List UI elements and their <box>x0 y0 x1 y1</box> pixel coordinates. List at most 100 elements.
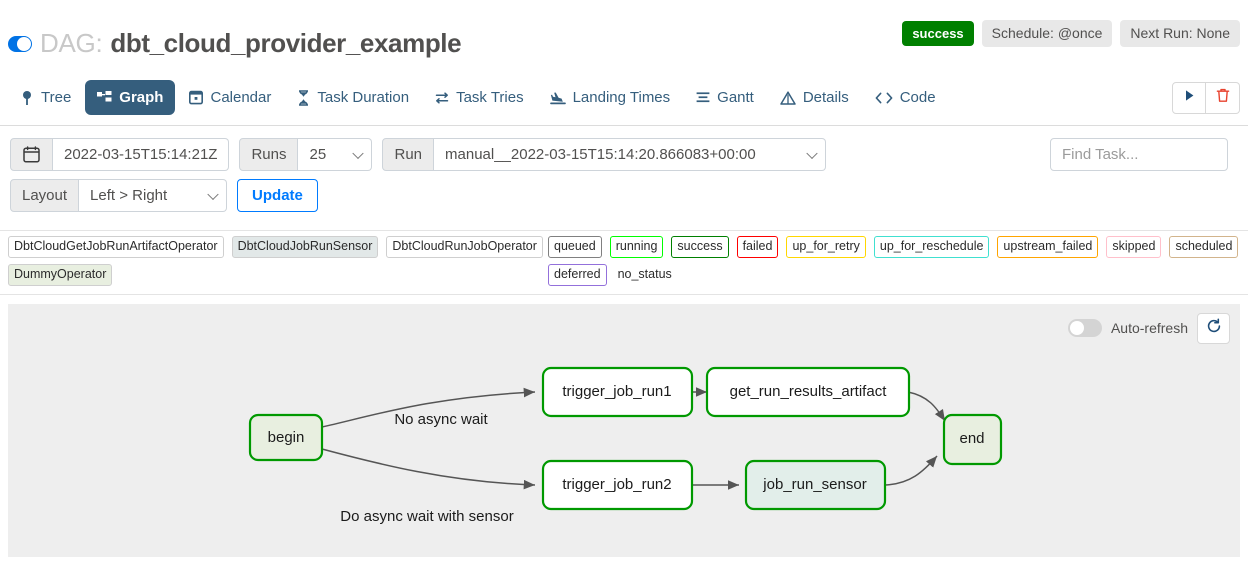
tab-task-duration[interactable]: Task Duration <box>285 80 421 115</box>
filter-row-1: 2022-03-15T15:14:21Z Runs 25 Run manual_… <box>10 138 1238 171</box>
legend-state-running: running <box>609 236 664 258</box>
graph-node-begin[interactable]: begin <box>248 413 324 461</box>
graph-node-trigger-job-run1[interactable]: trigger_job_run1 <box>541 366 694 417</box>
legend-operator-item: DbtCloudRunJobOperator <box>386 236 543 258</box>
hourglass-icon <box>297 89 310 106</box>
graph-node-end[interactable]: end <box>942 413 1003 465</box>
dag-graph-canvas[interactable]: No async wait Do async wait with sensor … <box>8 304 1240 557</box>
tree-icon <box>20 90 34 106</box>
trigger-dag-button[interactable] <box>1172 81 1206 114</box>
edge-label-do-async-wait: Do async wait with sensor <box>340 508 513 525</box>
refresh-button[interactable] <box>1197 312 1230 344</box>
legend-operator-item: DbtCloudGetJobRunArtifactOperator <box>8 236 224 258</box>
tab-landing-times[interactable]: Landing Times <box>538 80 683 115</box>
calendar-icon <box>189 90 204 105</box>
base-date-input[interactable]: 2022-03-15T15:14:21Z <box>53 138 230 171</box>
tab-task-tries[interactable]: Task Tries <box>423 80 536 115</box>
dag-title-row: DAG: dbt_cloud_provider_example <box>8 28 462 59</box>
legend-state-no-status: no_status <box>617 266 672 281</box>
legend-state-scheduled: scheduled <box>1169 236 1239 258</box>
run-select[interactable]: manual__2022-03-15T15:14:20.866083+00:00 <box>434 138 827 171</box>
refresh-icon <box>1206 318 1222 339</box>
tab-tree[interactable]: Tree <box>8 80 83 115</box>
tab-landing-times-label: Landing Times <box>572 89 671 106</box>
tab-gantt-label: Gantt <box>717 89 754 106</box>
filter-row-2: Layout Left > Right Update <box>10 179 1238 212</box>
node-label: begin <box>268 428 305 445</box>
dag-pause-toggle[interactable] <box>8 35 32 52</box>
dag-action-buttons <box>1172 81 1240 114</box>
tab-task-duration-label: Task Duration <box>317 89 410 106</box>
runs-label: Runs <box>239 138 299 171</box>
layout-label: Layout <box>10 179 80 212</box>
tab-details[interactable]: Details <box>768 80 861 115</box>
edge-label-no-async-wait: No async wait <box>394 411 488 428</box>
calendar-icon[interactable] <box>10 138 53 171</box>
tab-code-label: Code <box>899 89 936 106</box>
run-group: Run manual__2022-03-15T15:14:20.866083+0… <box>382 138 827 171</box>
tab-graph[interactable]: Graph <box>85 80 176 115</box>
graph-node-job-run-sensor[interactable]: job_run_sensor <box>744 459 887 510</box>
node-label: trigger_job_run1 <box>562 382 671 399</box>
trash-icon <box>1216 88 1230 108</box>
status-badge: success <box>902 20 974 47</box>
legend-state-success: success <box>671 236 729 258</box>
tab-gantt[interactable]: Gantt <box>684 80 766 115</box>
find-task-input[interactable]: Find Task... <box>1050 138 1228 171</box>
runs-group: Runs 25 <box>239 138 373 171</box>
legend-state-upstream-failed: upstream_failed <box>997 236 1099 258</box>
details-icon <box>780 90 796 105</box>
legend-states: queued running success failed up_for_ret… <box>548 236 1240 286</box>
tab-details-label: Details <box>802 89 849 106</box>
retry-icon <box>435 91 449 105</box>
header-badges: success Schedule: @once Next Run: None <box>902 20 1240 47</box>
auto-refresh-label: Auto-refresh <box>1110 320 1188 336</box>
edge-begin-to-trigger2 <box>321 447 536 489</box>
tab-task-tries-label: Task Tries <box>456 89 524 106</box>
delete-dag-button[interactable] <box>1206 81 1240 114</box>
base-date-group: 2022-03-15T15:14:21Z <box>10 138 230 171</box>
legend-state-deferred: deferred <box>548 263 607 286</box>
graph-toolbar: Auto-refresh <box>1067 312 1230 344</box>
dag-label: DAG: <box>40 28 103 58</box>
tab-calendar-label: Calendar <box>210 89 272 106</box>
tab-graph-label: Graph <box>119 89 164 106</box>
auto-refresh-toggle[interactable] <box>1067 319 1102 337</box>
tab-tree-label: Tree <box>41 89 72 106</box>
run-label: Run <box>382 138 435 171</box>
node-label: trigger_job_run2 <box>562 475 671 492</box>
page-title: dbt_cloud_provider_example <box>110 28 462 58</box>
legend-state-queued: queued <box>548 236 602 258</box>
update-button[interactable]: Update <box>237 179 318 212</box>
landing-icon <box>549 91 566 105</box>
node-label: get_run_results_artifact <box>730 382 888 399</box>
tab-code[interactable]: Code <box>863 80 948 115</box>
graph-edges <box>321 386 946 490</box>
edge-sensor-to-end <box>884 455 938 486</box>
graph-node-trigger-job-run2[interactable]: trigger_job_run2 <box>541 459 694 510</box>
runs-select[interactable]: 25 <box>298 138 373 171</box>
legend-state-up-for-reschedule: up_for_reschedule <box>873 236 990 258</box>
edge-artifact-to-end <box>907 390 946 421</box>
tab-list: Tree Graph Calendar Task Duration Task T <box>8 80 948 115</box>
legend-state-skipped: skipped <box>1106 236 1162 258</box>
legend-operator-item: DummyOperator <box>8 263 113 286</box>
graph-node-get-run-results-artifact[interactable]: get_run_results_artifact <box>705 366 911 417</box>
schedule-badge[interactable]: Schedule: @once <box>981 20 1113 47</box>
play-icon <box>1183 89 1196 107</box>
view-tabbar: Tree Graph Calendar Task Duration Task T <box>0 70 1248 126</box>
code-icon <box>875 92 893 104</box>
edge-begin-to-trigger1 <box>321 387 536 428</box>
tab-calendar[interactable]: Calendar <box>177 80 283 115</box>
layout-group: Layout Left > Right <box>10 179 228 212</box>
next-run-badge: Next Run: None <box>1120 20 1240 47</box>
legend-operator-item: DbtCloudJobRunSensor <box>231 236 379 258</box>
node-label: end <box>959 429 984 446</box>
dag-graph-panel: Auto-refresh No async <box>8 303 1240 557</box>
node-label: job_run_sensor <box>762 475 866 492</box>
graph-edge-labels: No async wait Do async wait with sensor <box>340 411 513 525</box>
layout-select[interactable]: Left > Right <box>79 179 228 212</box>
page-header: DAG: dbt_cloud_provider_example success … <box>0 0 1248 70</box>
graph-icon <box>97 90 112 105</box>
gantt-icon <box>696 91 710 104</box>
